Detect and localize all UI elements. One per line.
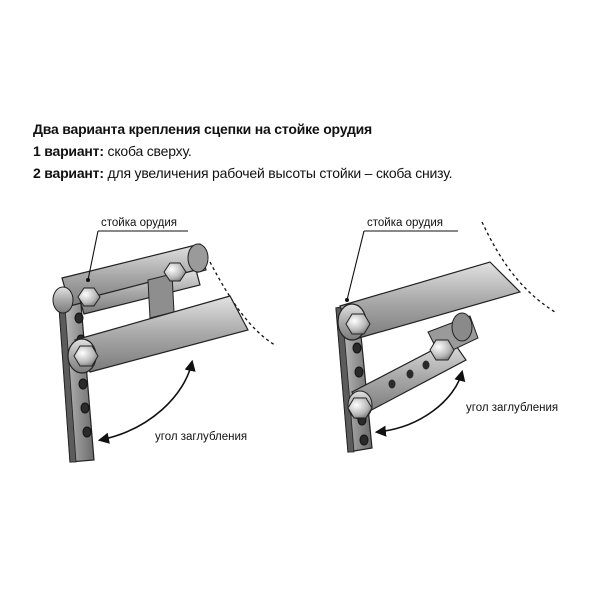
stand-label-underline	[87, 230, 188, 281]
tool-stand-post	[57, 291, 95, 463]
stand-label: стойка орудия	[101, 217, 177, 229]
diagram-title: Два варианта крепления сцепки на стойке …	[33, 121, 373, 137]
variant-1-text: скоба сверху.	[107, 143, 192, 159]
variant-2-label: 2 вариант:	[33, 165, 104, 181]
drawbar	[337, 261, 522, 341]
variant-1-drawing: стойка орудия угол заглубления	[52, 217, 276, 463]
implement-outline-dashed	[209, 261, 276, 346]
variant-2-drawing: стойка орудия угол заглубления	[335, 217, 558, 453]
angle-arrow	[97, 359, 196, 444]
implement-outline-dashed	[481, 221, 556, 313]
variant-2-text: для увеличения рабочей высоты стойки – с…	[107, 165, 453, 181]
header: Два варианта крепления сцепки на стойке …	[33, 118, 593, 184]
top-bracket	[52, 243, 209, 319]
bolt-head	[347, 397, 373, 419]
stand-label: стойка орудия	[367, 217, 443, 229]
variant-1-label: 1 вариант:	[33, 143, 104, 159]
bolt-head	[77, 287, 101, 307]
bolt-head	[163, 262, 187, 282]
bolt-head	[73, 345, 99, 367]
stand-label-underline	[346, 230, 458, 301]
bolt-head	[429, 339, 455, 361]
angle-label: угол заглубления	[155, 431, 247, 443]
angle-label: угол заглубления	[466, 402, 558, 414]
angle-arrow	[374, 369, 466, 437]
bolt-head	[345, 313, 371, 335]
drawbar	[67, 295, 249, 374]
variant-2-line: 2 вариант: для увеличения рабочей высоты…	[33, 162, 593, 184]
variant-1-line: 1 вариант: скоба сверху.	[33, 140, 593, 162]
